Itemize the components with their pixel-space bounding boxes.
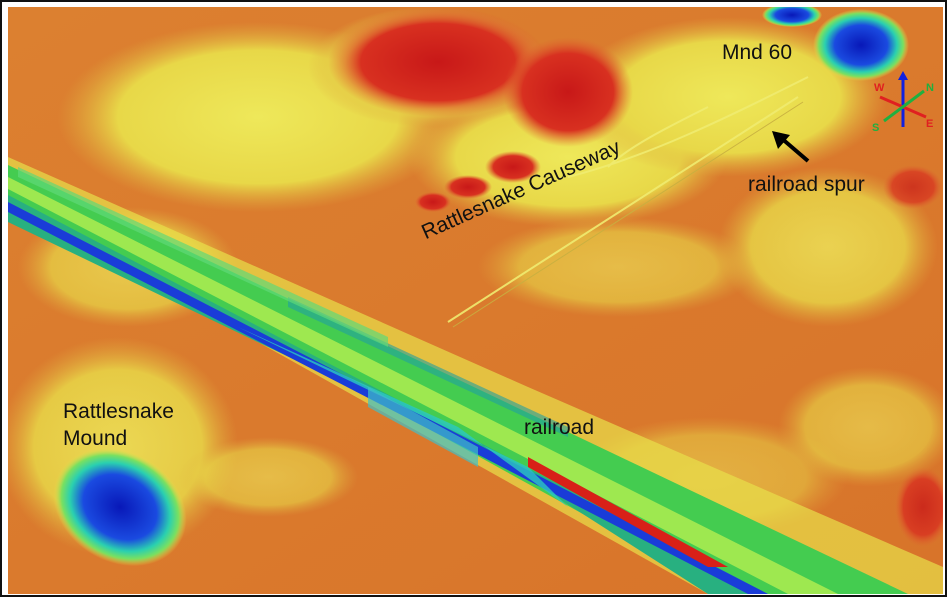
rattlesnake-mound-label-line1: Rattlesnake [63,400,174,423]
mound-60-label: Mnd 60 [722,41,793,64]
compass-w: W [874,82,885,94]
railroad-spur-label: railroad spur [748,173,865,196]
lidar-elevation-map: W N E S Mnd 60 railroad spur Rattlesnake… [8,7,943,594]
compass-e: E [926,118,933,130]
compass-widget: W N E S [872,71,934,134]
elevation-raster [8,7,943,594]
compass-n: N [926,82,934,94]
railroad-label: railroad [524,416,595,439]
mound-60 [762,7,909,81]
railroad-spur-arrow-icon [772,131,810,163]
causeway-lines [447,76,809,328]
railroad-embankment [8,157,943,594]
north-south-axis-icon [883,89,925,123]
rattlesnake-mound-label-line2: Mound [63,427,128,450]
compass-s: S [872,122,879,134]
high-elevation-areas [328,7,943,547]
rattlesnake-mound [53,447,187,567]
up-arrow-icon [898,71,908,80]
